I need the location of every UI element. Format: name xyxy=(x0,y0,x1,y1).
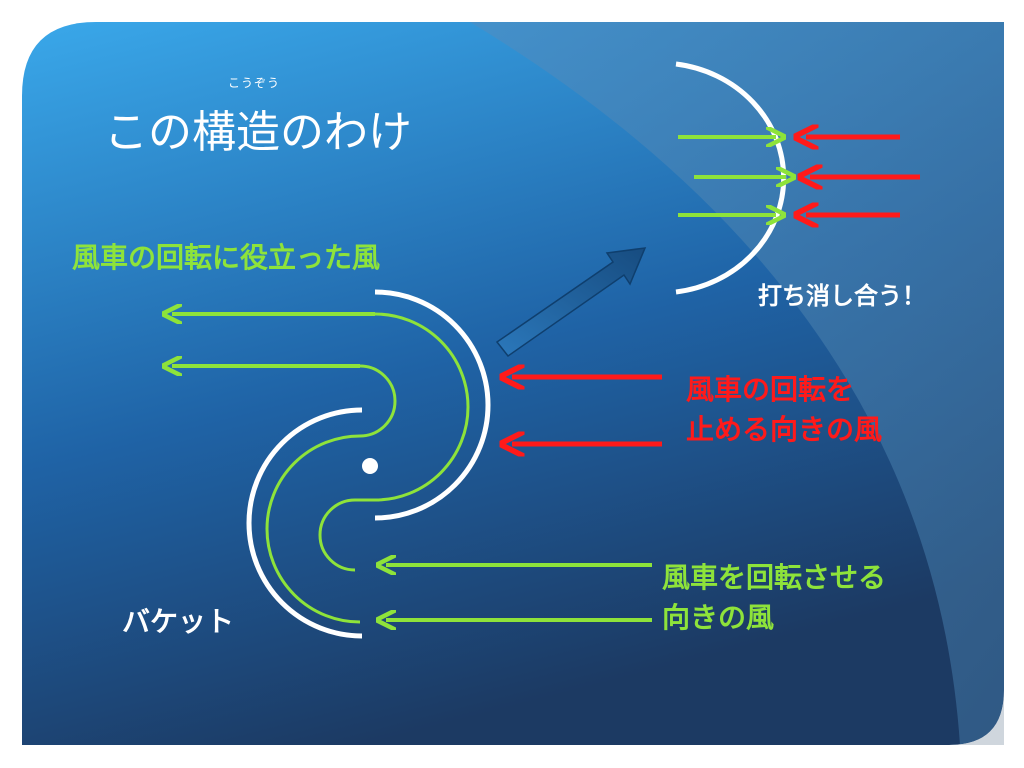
label-stop-wind: 風車の回転を 止める向きの風 xyxy=(686,370,882,450)
title-ruby: こうぞう xyxy=(228,76,281,90)
label-stop-wind-line1: 風車の回転を xyxy=(686,373,855,406)
slide-title: この構造のわけ xyxy=(104,107,412,158)
label-bucket: バケット xyxy=(122,605,235,638)
bucket-lower-arc xyxy=(246,407,363,639)
label-cancel-out: 打ち消し合う！ xyxy=(758,282,926,310)
page-curl xyxy=(949,690,1004,745)
label-rotate-wind-line2: 向きの風 xyxy=(662,601,775,634)
bucket-upper-arc xyxy=(374,289,491,521)
label-rotate-wind: 風車を回転させる 向きの風 xyxy=(662,558,886,638)
label-useful-wind: 風車の回転に役立った風 xyxy=(72,241,381,274)
label-rotate-wind-line1: 風車を回転させる xyxy=(662,561,887,594)
wind-flow-upper xyxy=(318,312,470,572)
background-sweep xyxy=(470,22,1004,745)
pointer-arrow xyxy=(495,247,647,358)
rotor-axis-dot xyxy=(362,458,378,474)
wind-flow-lower xyxy=(265,364,397,624)
label-stop-wind-line2: 止める向きの風 xyxy=(686,413,883,446)
